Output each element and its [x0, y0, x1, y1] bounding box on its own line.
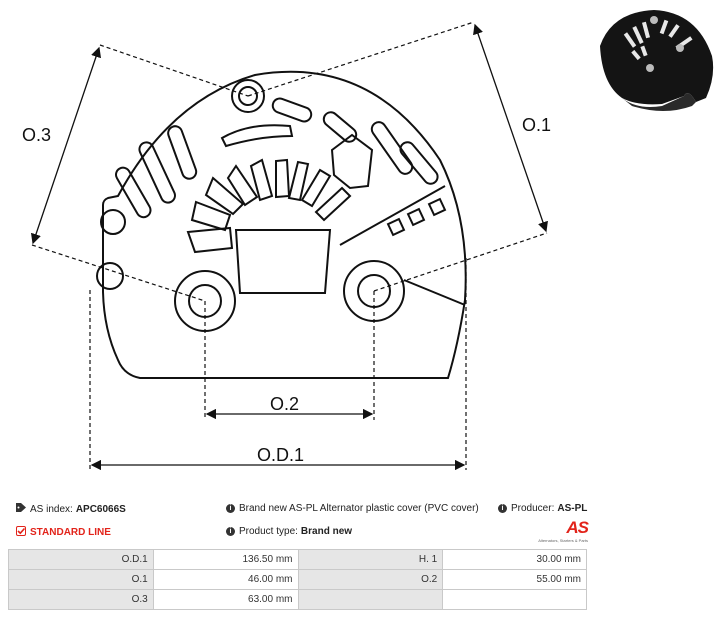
- spec-label: O.3: [8, 589, 154, 610]
- spec-value: 30.00 mm: [442, 549, 587, 570]
- as-index: AS index: APC6066S: [16, 503, 126, 515]
- standard-line: STANDARD LINE: [16, 526, 111, 539]
- spec-label: [297, 589, 444, 610]
- fan-vents: [186, 158, 447, 294]
- table-row: O.D.1 136.50 mm H. 1 30.00 mm: [8, 549, 587, 570]
- specs-table: O.D.1 136.50 mm H. 1 30.00 mm O.1 46.00 …: [8, 549, 587, 610]
- tag-icon: [16, 503, 26, 515]
- spec-label: O.2: [297, 569, 444, 590]
- spec-value: 55.00 mm: [442, 569, 587, 590]
- as-pl-logo: AS Alternators, Starters & Parts: [536, 518, 589, 545]
- spec-value: 63.00 mm: [152, 589, 299, 610]
- product-type-label: Product type:: [239, 526, 298, 537]
- left-upper-hole: [100, 209, 126, 235]
- checkbox-icon: [16, 526, 26, 539]
- spec-value: [442, 589, 587, 610]
- spec-label: H. 1: [297, 549, 444, 570]
- info-icon: i: [226, 504, 235, 513]
- info-icon: i: [498, 504, 507, 513]
- dimension-lines: [31, 21, 548, 470]
- spec-value: 136.50 mm: [152, 549, 299, 570]
- as-index-label: AS index:: [30, 503, 73, 515]
- description: i Brand new AS-PL Alternator plastic cov…: [226, 503, 479, 514]
- logo-tagline: Alternators, Starters & Parts: [538, 538, 588, 543]
- label-o1: O.1: [522, 115, 551, 135]
- description-text: Brand new AS-PL Alternator plastic cover…: [239, 503, 479, 514]
- vent-slots: [115, 97, 439, 219]
- spec-value: 46.00 mm: [152, 569, 299, 590]
- product-type-value: Brand new: [300, 526, 353, 537]
- spec-label: O.D.1: [8, 549, 154, 570]
- left-lower-hole: [96, 262, 124, 290]
- producer-value: AS-PL: [557, 503, 588, 514]
- top-mount-ring: [231, 79, 265, 113]
- table-row: O.3 63.00 mm: [8, 589, 587, 610]
- info-icon: i: [226, 527, 235, 536]
- dimension-arrows: [30, 23, 548, 471]
- producer-label: Producer:: [511, 503, 555, 514]
- label-o3: O.3: [22, 125, 51, 145]
- standard-line-label: STANDARD LINE: [30, 527, 111, 538]
- cover-outline: [102, 70, 467, 379]
- step-line: [339, 185, 466, 306]
- technical-drawing: O.3 O.1 O.2 O.D.1: [22, 21, 551, 471]
- label-od1: O.D.1: [257, 445, 304, 465]
- product-photo: [600, 10, 714, 111]
- producer: i Producer: AS-PL: [498, 503, 587, 514]
- top-mount-hole: [238, 86, 258, 106]
- label-o2: O.2: [270, 394, 299, 414]
- logo-mark: AS: [566, 518, 589, 537]
- table-row: O.1 46.00 mm O.2 55.00 mm: [8, 569, 587, 590]
- as-index-value: APC6066S: [75, 503, 126, 515]
- product-type: i Product type: Brand new: [226, 526, 352, 537]
- spec-label: O.1: [8, 569, 154, 590]
